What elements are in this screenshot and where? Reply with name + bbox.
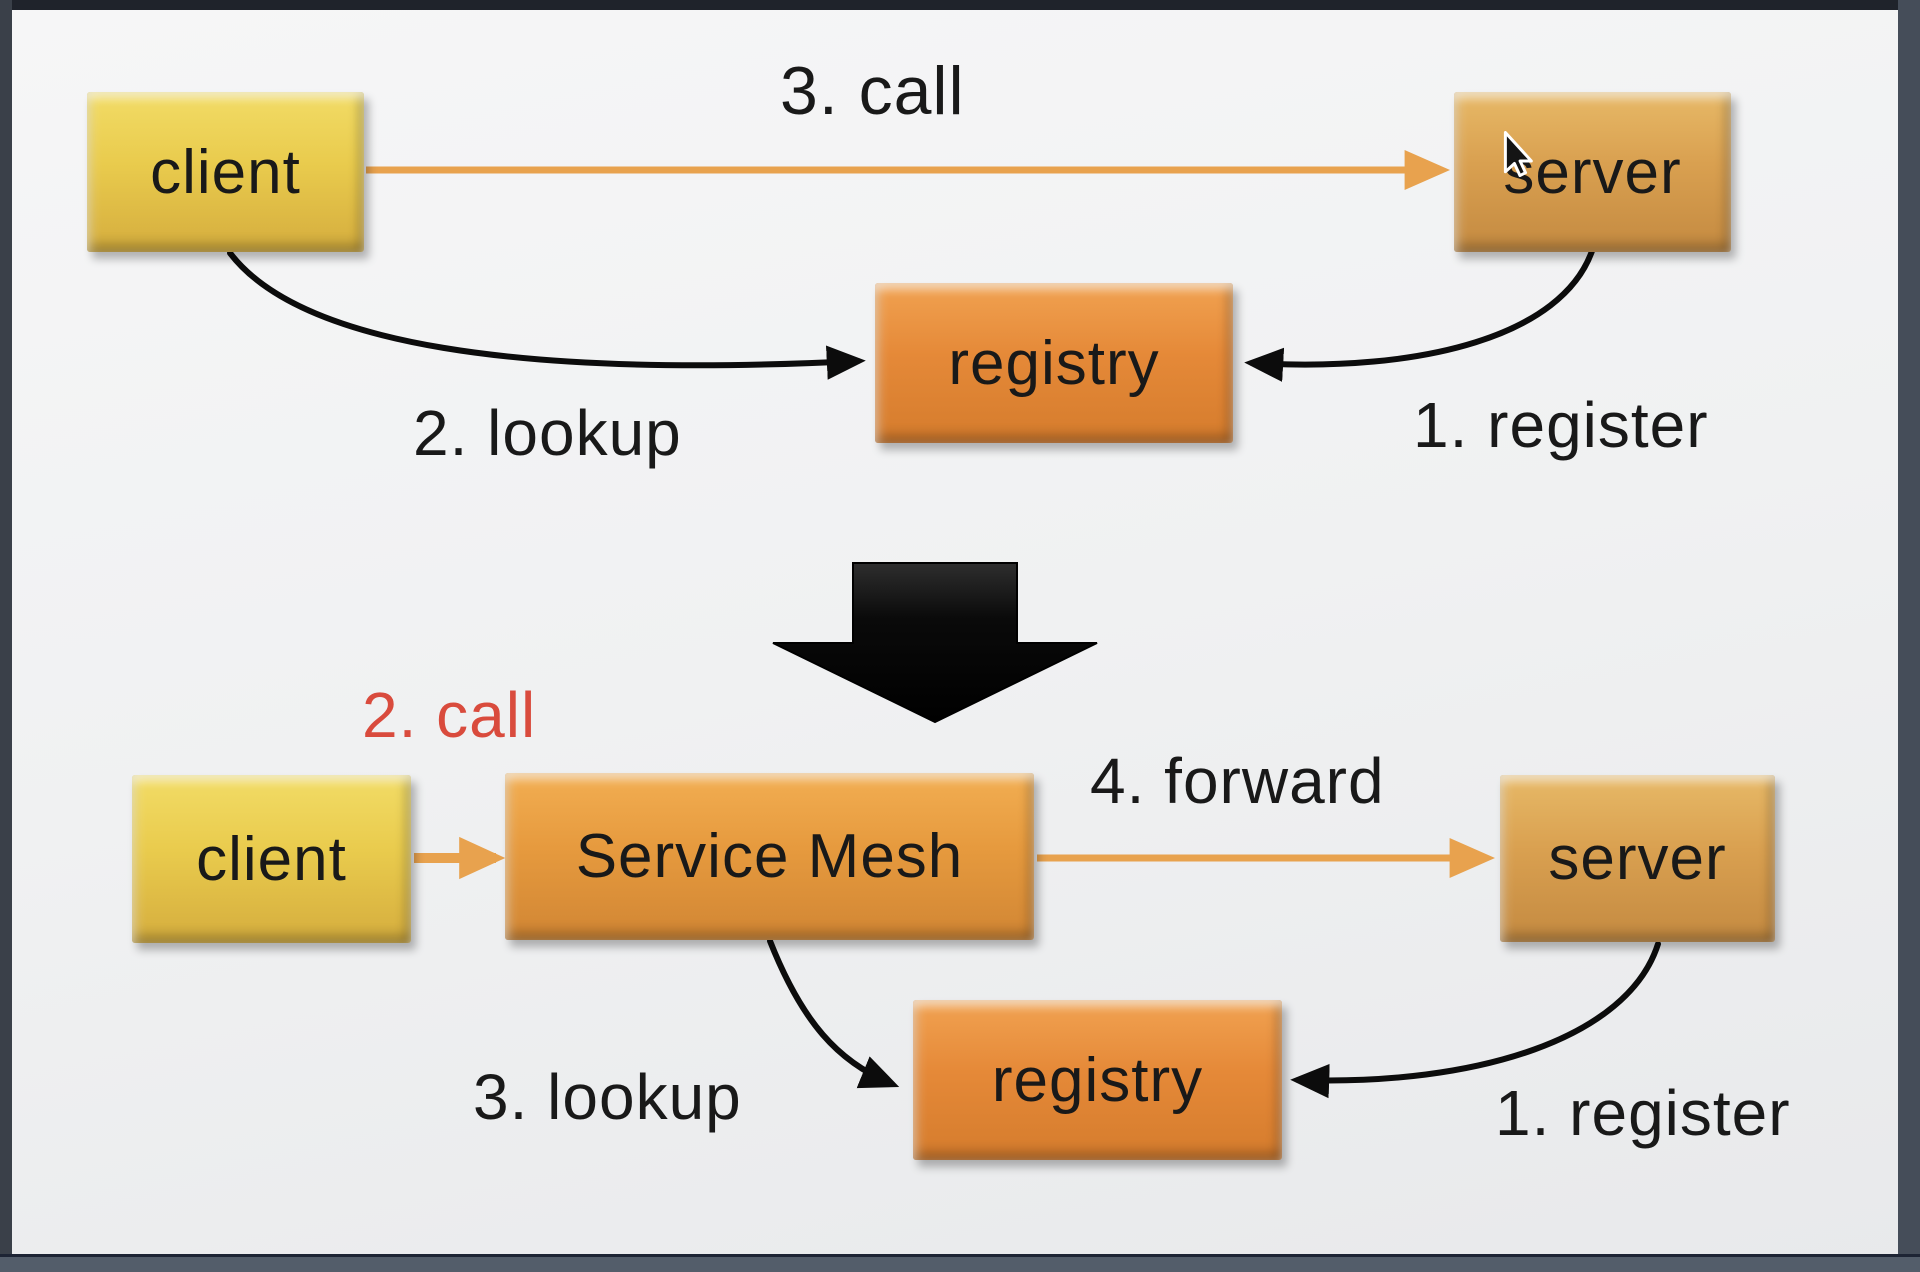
video-frame-left <box>0 0 12 1272</box>
before-registry-node: registry <box>875 283 1233 443</box>
video-frame-bottom <box>0 1254 1920 1272</box>
after-register-label: 1. register <box>1495 1077 1791 1149</box>
before-lookup-arrow <box>227 250 866 380</box>
after-lookup-arrow <box>767 938 900 1089</box>
after-service-mesh-label: Service Mesh <box>575 822 964 891</box>
after-lookup-label: 3. lookup <box>473 1061 742 1133</box>
after-forward-label: 4. forward <box>1090 745 1385 817</box>
video-frame-top <box>0 0 1920 10</box>
after-registry-node: registry <box>913 1000 1282 1160</box>
before-registry-label: registry <box>948 328 1160 398</box>
before-register-arrow <box>1244 248 1595 382</box>
transition-down-arrow <box>772 562 1098 724</box>
after-register-arrow <box>1290 941 1661 1099</box>
after-call-label: 2. call <box>362 679 537 751</box>
before-server-label: server <box>1503 137 1682 207</box>
video-frame-right <box>1898 0 1920 1272</box>
after-server-node: server <box>1500 775 1775 942</box>
after-registry-label: registry <box>991 1045 1204 1115</box>
before-register-label: 1. register <box>1413 389 1709 461</box>
before-lookup-label: 2. lookup <box>413 397 682 469</box>
before-client-label: client <box>150 137 301 207</box>
mouse-cursor-icon <box>1503 131 1533 177</box>
before-server-node: server <box>1454 92 1731 252</box>
after-client-node: client <box>132 775 411 943</box>
after-service-mesh-node: Service Mesh <box>505 773 1034 940</box>
before-call-label: 3. call <box>780 53 965 129</box>
after-client-label: client <box>196 824 347 894</box>
after-server-label: server <box>1548 824 1727 893</box>
before-client-node: client <box>87 92 364 252</box>
